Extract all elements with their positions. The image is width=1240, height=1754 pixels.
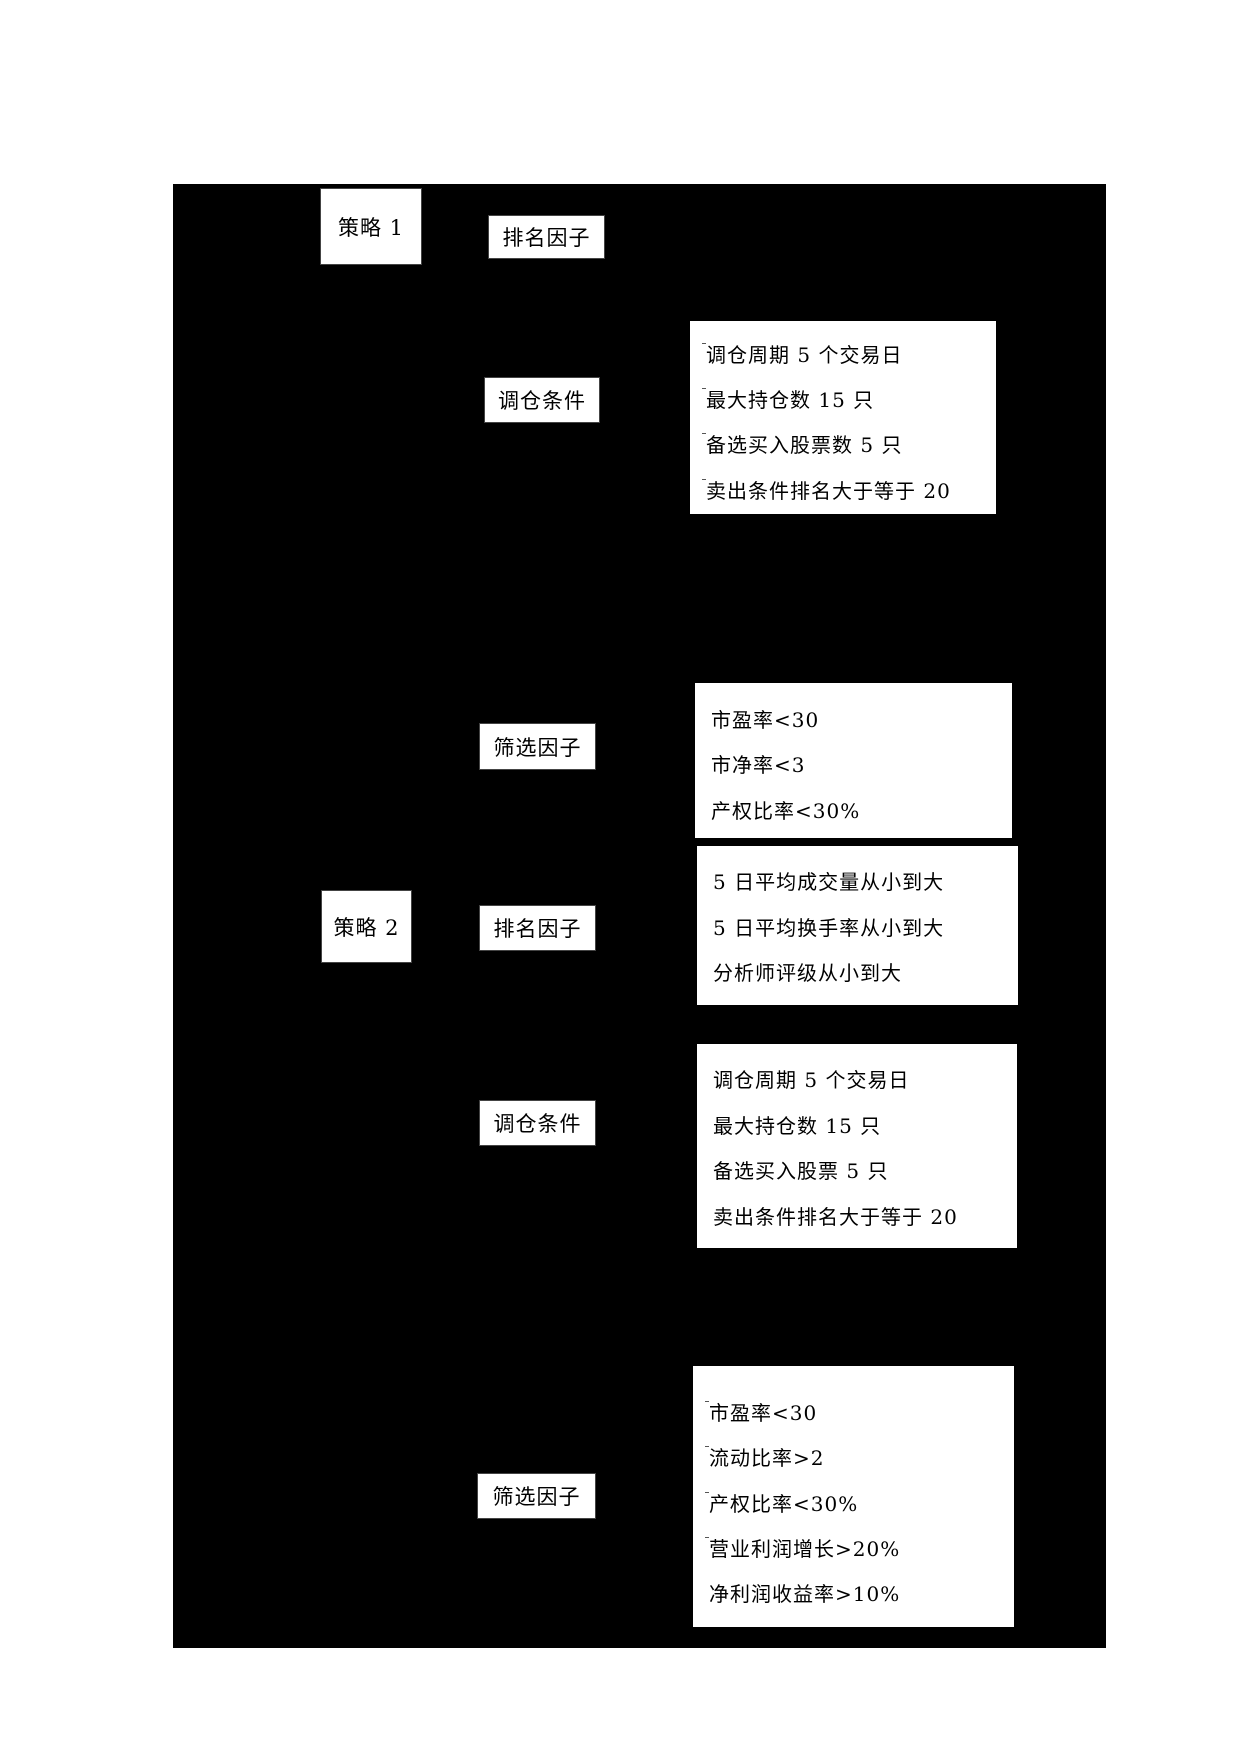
- list-item: 5 日平均换手率从小到大: [713, 916, 945, 940]
- strategy-2-rebalance-node: 调仓条件: [479, 1100, 596, 1146]
- strategy-1-node: 策略 1: [320, 188, 422, 265]
- strategy-2-node: 策略 2: [321, 890, 412, 963]
- strategy-2-rebalance-list: 调仓周期 5 个交易日 最大持仓数 15 只 备选买入股票 5 只 卖出条件排名…: [697, 1044, 1017, 1248]
- list-item: 备选买入股票 5 只: [713, 1159, 889, 1183]
- strategy-3-filter-factor-node: 筛选因子: [477, 1473, 596, 1519]
- list-item: 卖出条件排名大于等于 20: [713, 1205, 958, 1229]
- list-item: 净利润收益率>10%: [709, 1582, 901, 1606]
- strategy-1-rebalance-node: 调仓条件: [484, 377, 600, 423]
- strategy-1-ranking-factor-node: 排名因子: [488, 215, 605, 259]
- list-item: 分析师评级从小到大: [713, 961, 902, 985]
- list-item: 调仓周期 5 个交易日: [702, 343, 902, 367]
- list-item: 卖出条件排名大于等于 20: [702, 479, 951, 503]
- list-item: 市盈率<30: [711, 708, 820, 732]
- strategy-2-ranking-factor-node: 排名因子: [479, 905, 596, 951]
- list-item: 营业利润增长>20%: [705, 1537, 900, 1561]
- list-item: 流动比率>2: [705, 1446, 824, 1470]
- list-item: 最大持仓数 15 只: [702, 388, 874, 412]
- list-item: 市盈率<30: [705, 1401, 817, 1425]
- list-item: 调仓周期 5 个交易日: [713, 1068, 910, 1092]
- strategy-1-rebalance-list: 调仓周期 5 个交易日 最大持仓数 15 只 备选买入股票数 5 只 卖出条件排…: [690, 321, 996, 514]
- strategy-2-filter-factor-node: 筛选因子: [479, 723, 596, 770]
- list-item: 最大持仓数 15 只: [713, 1114, 882, 1138]
- list-item: 备选买入股票数 5 只: [702, 433, 902, 457]
- strategy-2-ranking-list: 5 日平均成交量从小到大 5 日平均换手率从小到大 分析师评级从小到大: [697, 846, 1018, 1005]
- list-item: 5 日平均成交量从小到大: [713, 870, 945, 894]
- list-item: 产权比率<30%: [705, 1492, 858, 1516]
- strategy-3-filter-list: 市盈率<30 流动比率>2 产权比率<30% 营业利润增长>20% 净利润收益率…: [693, 1366, 1014, 1627]
- list-item: 产权比率<30%: [711, 799, 861, 823]
- strategy-2-filter-list: 市盈率<30 市净率<3 产权比率<30%: [695, 683, 1012, 838]
- list-item: 市净率<3: [711, 753, 806, 777]
